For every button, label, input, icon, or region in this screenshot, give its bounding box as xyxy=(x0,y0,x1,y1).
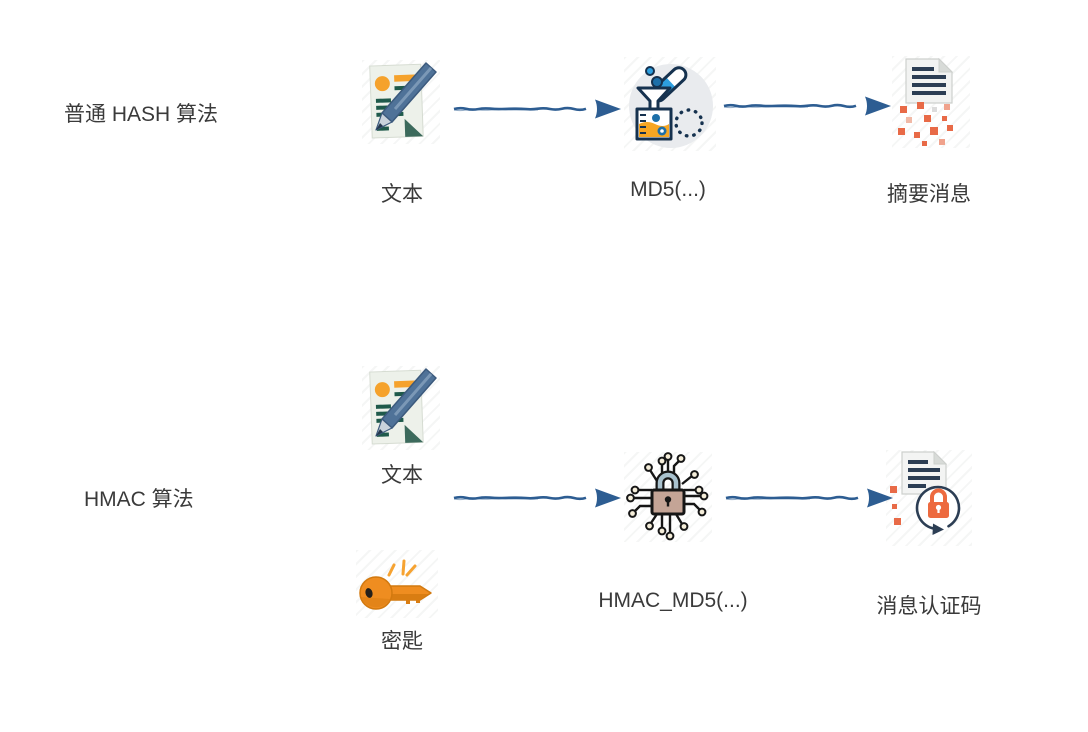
hmac-function-label: HMAC_MD5(...) xyxy=(598,589,748,612)
document-pen-icon xyxy=(362,60,440,144)
arrow-right-icon xyxy=(452,96,624,122)
hash-input-label: 文本 xyxy=(381,183,423,206)
hash-row-title: 普通 HASH 算法 xyxy=(64,103,219,126)
key-icon xyxy=(356,550,438,618)
hash-output-label: 摘要消息 xyxy=(887,183,971,206)
digest-fragments-document-icon xyxy=(892,56,970,148)
hmac-key-label: 密匙 xyxy=(381,630,423,653)
hmac-input-label: 文本 xyxy=(381,464,423,487)
hmac-output-label: 消息认证码 xyxy=(876,595,982,618)
document-lock-cycle-icon xyxy=(886,450,972,546)
beaker-test-tube-icon xyxy=(624,57,716,151)
arrow-right-icon xyxy=(724,485,896,511)
arrow-right-icon xyxy=(722,93,894,119)
hash-function-label: MD5(...) xyxy=(630,178,706,201)
arrow-right-icon xyxy=(452,485,624,511)
circuit-padlock-icon xyxy=(624,452,712,542)
document-pen-icon xyxy=(362,366,440,450)
hmac-row-title: HMAC 算法 xyxy=(84,488,194,511)
